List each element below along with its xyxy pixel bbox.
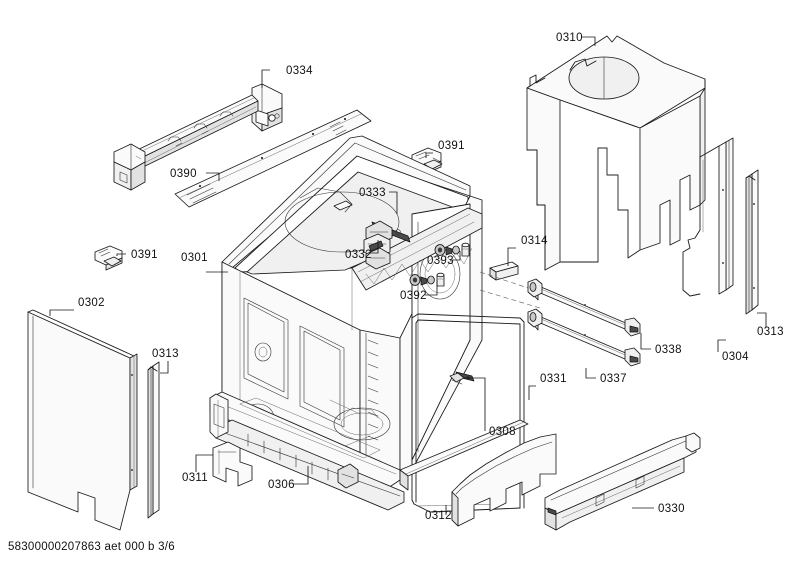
part-0313-edge-seal-strip-right [745,169,759,315]
part-label-0333[interactable]: 0333 [359,187,386,199]
part-label-0308[interactable]: 0308 [489,426,516,438]
leader-line-0310 [581,36,596,46]
part-label-0306[interactable]: 0306 [268,479,295,491]
part-0330-base-rail-channel [544,432,701,531]
callout-leader-lines [49,36,767,515]
part-label-0314[interactable]: 0314 [521,235,548,247]
leader-line-0313 [160,361,169,374]
part-label-0313b[interactable]: 0313 [757,326,784,338]
leader-line-0390 [206,172,220,181]
part-0312-base-insulation-panel [451,433,557,527]
part-label-0330[interactable]: 0330 [658,503,685,515]
leader-line-0331 [528,385,536,400]
leader-line-0308 [464,377,486,431]
part-label-0391b[interactable]: 0391 [131,249,158,261]
leader-line-0338 [640,333,651,350]
part-0338-damper-rail-upper [527,278,641,337]
callout-labels: 0334 0390 0391 0391 0310 0333 0332 0393 0392 0301… [78,32,784,522]
subassembly-hinge-0333 [363,220,411,270]
part-label-0310[interactable]: 0310 [556,32,583,44]
leader-line-0332 [370,240,379,254]
leader-line-0304 [717,339,726,352]
part-0302-left-side-panel [27,309,138,531]
leader-line-0313b [757,312,767,327]
leader-line-0311 [195,454,213,472]
part-label-0302[interactable]: 0302 [78,297,105,309]
part-0334-upper-rail-bracket-assembly [113,83,283,191]
leader-line-0314 [507,247,516,266]
leader-line-0334 [261,69,270,88]
part-0337-damper-rail-lower [527,308,641,367]
leader-line-0391b [116,253,126,256]
part-0310-insulation-wrap-cover [526,35,706,271]
part-label-0390[interactable]: 0390 [170,168,197,180]
part-label-0311[interactable]: 0311 [182,472,208,484]
part-label-0331[interactable]: 0331 [540,373,567,385]
part-label-0337[interactable]: 0337 [600,373,627,385]
leader-line-0393 [452,251,461,261]
part-label-0393[interactable]: 0393 [427,255,454,267]
part-label-0334[interactable]: 0334 [286,65,313,77]
part-label-0313[interactable]: 0313 [152,348,179,360]
part-0313-edge-seal-strip-left [147,361,160,519]
leader-line-0391 [425,152,433,158]
footer-caption: 58300000207863 aet 000 b 3/6 [8,541,175,553]
part-0306-base-front-trim [209,391,529,511]
part-label-0301[interactable]: 0301 [181,252,208,264]
part-0331-door-frame-wire [411,313,525,513]
part-0311-base-side-bracket [212,441,253,487]
part-0314-rail-mount-bracket [479,261,541,309]
leader-line-0302 [49,309,74,316]
part-label-0338[interactable]: 0338 [655,344,682,356]
part-label-0304[interactable]: 0304 [722,351,749,363]
leader-line-0337 [585,368,596,379]
leader-line-0333 [389,191,398,214]
part-0304-right-side-panel [682,137,734,297]
leader-line-0306 [293,466,309,485]
part-0390-flat-mounting-strip [174,109,372,208]
part-label-0312[interactable]: 0312 [425,510,452,522]
part-0391-clamp-clip-left [94,245,123,271]
part-label-0391[interactable]: 0391 [438,140,465,152]
part-0393-bushing-set-upper [434,242,470,257]
part-label-0392[interactable]: 0392 [400,290,427,302]
part-label-0332[interactable]: 0332 [345,249,372,261]
leader-line-0392 [425,280,438,296]
part-0308-spring-anchor-hook [449,371,475,385]
